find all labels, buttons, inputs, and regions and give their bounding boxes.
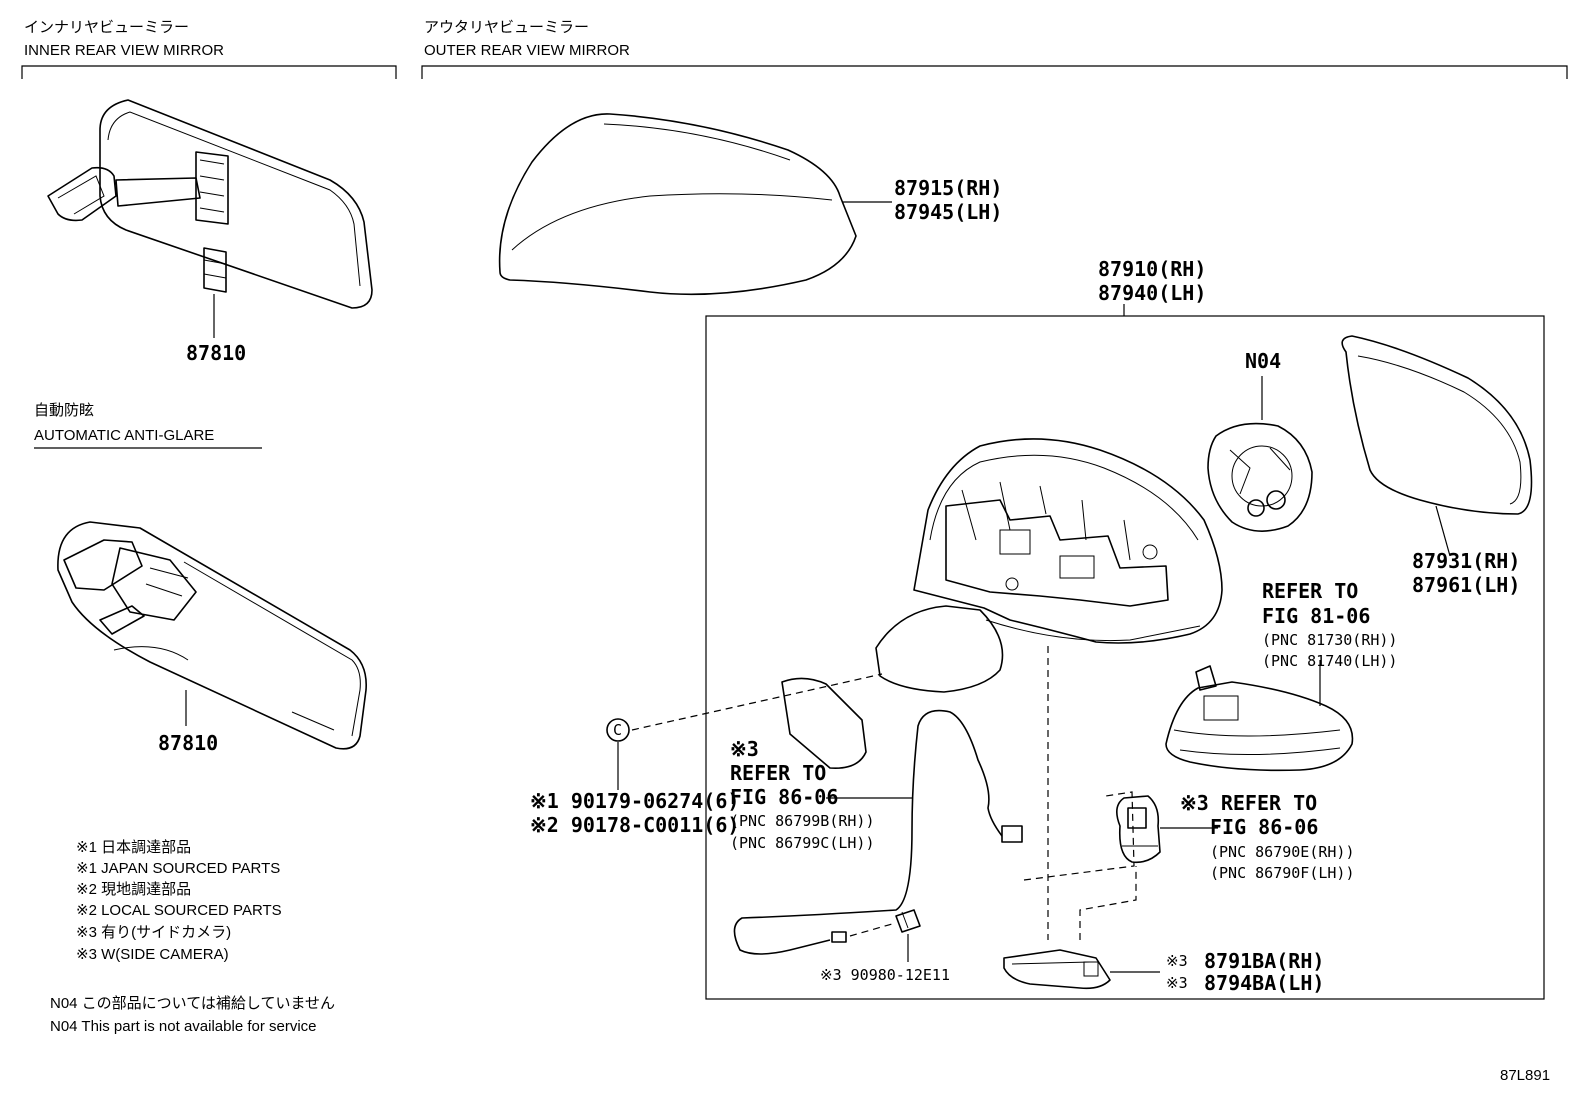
cover-lh-number: 87945(LH)	[894, 200, 1002, 224]
camera-wire-ref-line3: (PNC 86799B(RH))	[730, 812, 875, 830]
figure-id: 87L891	[1500, 1067, 1550, 1084]
inner-title-jp: インナリヤビューミラー	[24, 19, 189, 36]
outer-section-bracket	[421, 65, 1568, 79]
camera-ref-line4: (PNC 86790F(LH))	[1210, 864, 1355, 882]
lamp-lh-number: 8794BA(LH)	[1204, 971, 1324, 995]
turn-signal-ref-line1: REFER TO	[1262, 579, 1358, 603]
assembly-lh-number: 87940(LH)	[1098, 281, 1206, 305]
inner-mirror-top-drawing	[47, 99, 373, 309]
connector-drawing	[895, 909, 921, 933]
cover-rh-number: 87915(RH)	[894, 176, 1002, 200]
anti-glare-title-en: AUTOMATIC ANTI-GLARE	[34, 427, 214, 444]
inner-mirror-bottom-drawing	[57, 521, 367, 750]
note-line: ※3 有り(サイドカメラ)	[76, 924, 231, 941]
turn-signal-lamp-drawing	[1165, 665, 1354, 772]
n04-label: N04	[1245, 349, 1281, 373]
lamp-mark-rh: ※3	[1166, 952, 1188, 970]
mirror-cover-drawing	[498, 113, 857, 296]
note-line: ※3 W(SIDE CAMERA)	[76, 946, 229, 963]
clip-2-number: ※2 90178-C0011(6)	[530, 813, 739, 837]
camera-ref-line1: ※3 REFER TO	[1180, 791, 1317, 815]
camera-wire-ref-line2: FIG 86-06	[730, 785, 838, 809]
clip-drawing: C	[606, 718, 630, 742]
n04-note-en: N04 This part is not available for servi…	[50, 1018, 317, 1035]
turn-signal-ref-line2: FIG 81-06	[1262, 604, 1370, 628]
lamp-mark-lh: ※3	[1166, 974, 1188, 992]
assembly-frame	[705, 315, 1545, 1000]
camera-to-lamp-dashed-line	[1079, 866, 1137, 940]
note-line: ※1 日本調達部品	[76, 839, 191, 856]
connector-dashed-line	[849, 923, 893, 937]
note-line: ※2 現地調達部品	[76, 881, 191, 898]
lamp-rh-number: 8791BA(RH)	[1204, 949, 1324, 973]
note-line: ※2 LOCAL SOURCED PARTS	[76, 902, 282, 919]
inner-title-en: INNER REAR VIEW MIRROR	[24, 42, 224, 59]
camera-wire-ref-line4: (PNC 86799C(LH))	[730, 834, 875, 852]
mirror-body-drawing	[781, 438, 1223, 769]
turn-signal-ref-line4: (PNC 81740(LH))	[1262, 652, 1397, 670]
mirror-glass-drawing	[1341, 335, 1533, 515]
side-camera-drawing	[1116, 795, 1161, 864]
note-line: ※1 JAPAN SOURCED PARTS	[76, 860, 280, 877]
glass-lh-number: 87961(LH)	[1412, 573, 1520, 597]
notes-list: ※1 日本調達部品 ※1 JAPAN SOURCED PARTS ※2 現地調達…	[76, 839, 282, 963]
inner-mirror-bottom-number: 87810	[158, 731, 218, 755]
camera-ref-line2: FIG 86-06	[1210, 815, 1318, 839]
camera-wire-ref-line1: REFER TO	[730, 761, 826, 785]
n04-note-jp: N04 この部品については補給していません	[50, 995, 335, 1012]
connector-number: ※3 90980-12E11	[820, 966, 950, 984]
clip-symbol: C	[613, 721, 622, 739]
anti-glare-title-jp: 自動防眩	[34, 402, 94, 419]
outer-title-en: OUTER REAR VIEW MIRROR	[424, 42, 630, 59]
turn-signal-ref-line3: (PNC 81730(RH))	[1262, 631, 1397, 649]
outer-title-jp: アウタリヤビューミラー	[424, 19, 589, 36]
camera-ref-line3: (PNC 86790E(RH))	[1210, 843, 1355, 861]
camera-dashed-outline	[1023, 791, 1135, 881]
glass-rh-number: 87931(RH)	[1412, 549, 1520, 573]
inner-mirror-top-number: 87810	[186, 341, 246, 365]
assembly-rh-number: 87910(RH)	[1098, 257, 1206, 281]
camera-wire-drawing	[733, 709, 1023, 955]
clip-dashed-line	[631, 673, 883, 731]
inner-section-bracket	[21, 65, 397, 79]
camera-wire-mark: ※3	[730, 737, 759, 761]
clip-1-number: ※1 90179-06274(6)	[530, 789, 739, 813]
under-mirror-lamp-drawing	[1003, 949, 1111, 990]
mirror-actuator-drawing	[1207, 422, 1313, 532]
glass-leader	[1435, 505, 1451, 557]
